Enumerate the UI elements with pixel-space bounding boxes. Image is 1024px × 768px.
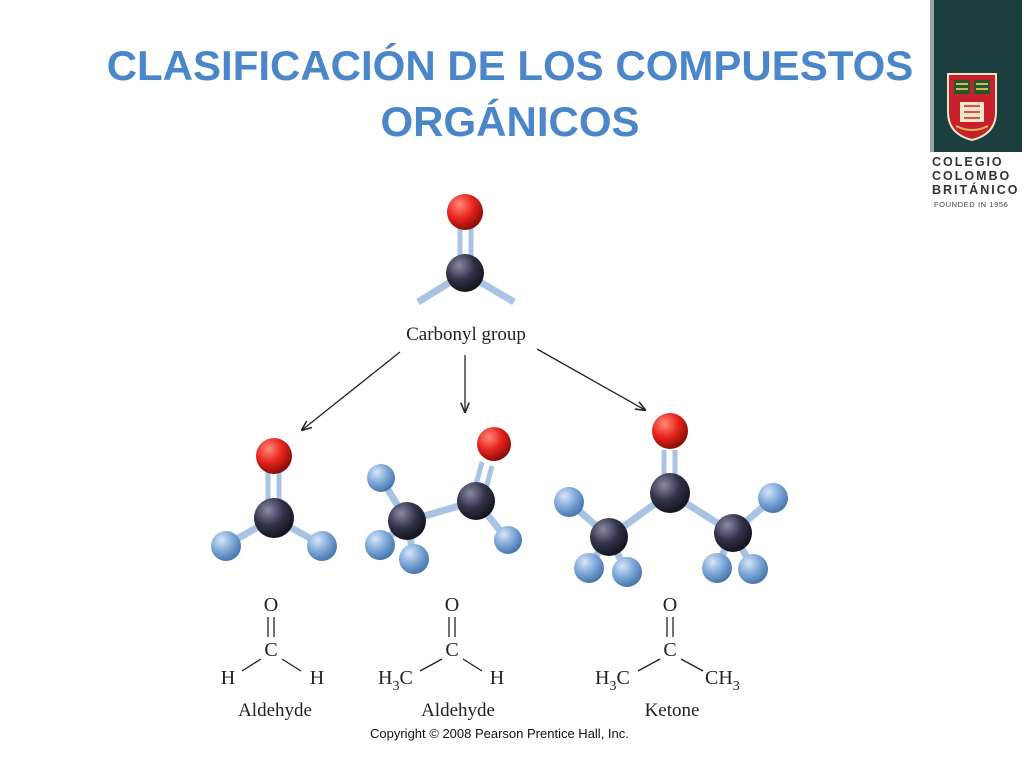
logo-line-1: COLEGIO (932, 155, 1004, 169)
label-aldehyde-1: Aldehyde (238, 700, 312, 721)
svg-text:CH3: CH3 (705, 667, 740, 694)
label-aldehyde-2: Aldehyde (421, 700, 495, 721)
formula-acetaldehyde: O C H3C H Aldehyde (378, 594, 504, 721)
acetaldehyde-model (365, 427, 522, 574)
label-ketone: Ketone (645, 700, 700, 721)
svg-text:H: H (310, 667, 324, 689)
title-line-2: ORGÁNICOS (380, 98, 640, 145)
oxygen-atom (447, 194, 483, 230)
svg-text:C: C (264, 639, 277, 661)
slide-title: CLASIFICACIÓN DE LOS COMPUESTOS ORGÁNICO… (100, 38, 920, 150)
svg-text:H3C: H3C (378, 667, 413, 694)
logo-bar-edge (930, 0, 934, 152)
svg-text:O: O (264, 594, 278, 616)
logo-line-2: COLOMBO (932, 169, 1012, 183)
formula-formaldehyde: O C H H Aldehyde (221, 594, 324, 721)
arrow-right (536, 348, 645, 410)
svg-text:O: O (663, 594, 677, 616)
school-logo: COLEGIO COLOMBO BRITÁNICO FOUNDED IN 195… (926, 0, 1024, 215)
carbon-atom (446, 254, 484, 292)
carbonyl-group-label: Carbonyl group (406, 324, 526, 345)
formaldehyde-model (211, 438, 337, 561)
acetone-model (554, 413, 788, 587)
svg-text:H: H (221, 667, 235, 689)
logo-line-3: BRITÁNICO (932, 183, 1020, 197)
svg-text:O: O (445, 594, 459, 616)
crest-icon (947, 73, 997, 142)
svg-text:H: H (490, 667, 504, 689)
formula-ketone: O C H3C CH3 Ketone (595, 594, 740, 721)
svg-text:C: C (663, 639, 676, 661)
copyright-notice: Copyright © 2008 Pearson Prentice Hall, … (370, 726, 629, 741)
carbonyl-group-model (416, 194, 516, 306)
arrow-left (302, 351, 401, 430)
logo-founded: FOUNDED IN 1956 (934, 200, 1009, 209)
svg-text:C: C (445, 639, 458, 661)
svg-text:H3C: H3C (595, 667, 630, 694)
title-line-1: CLASIFICACIÓN DE LOS COMPUESTOS (106, 42, 914, 89)
